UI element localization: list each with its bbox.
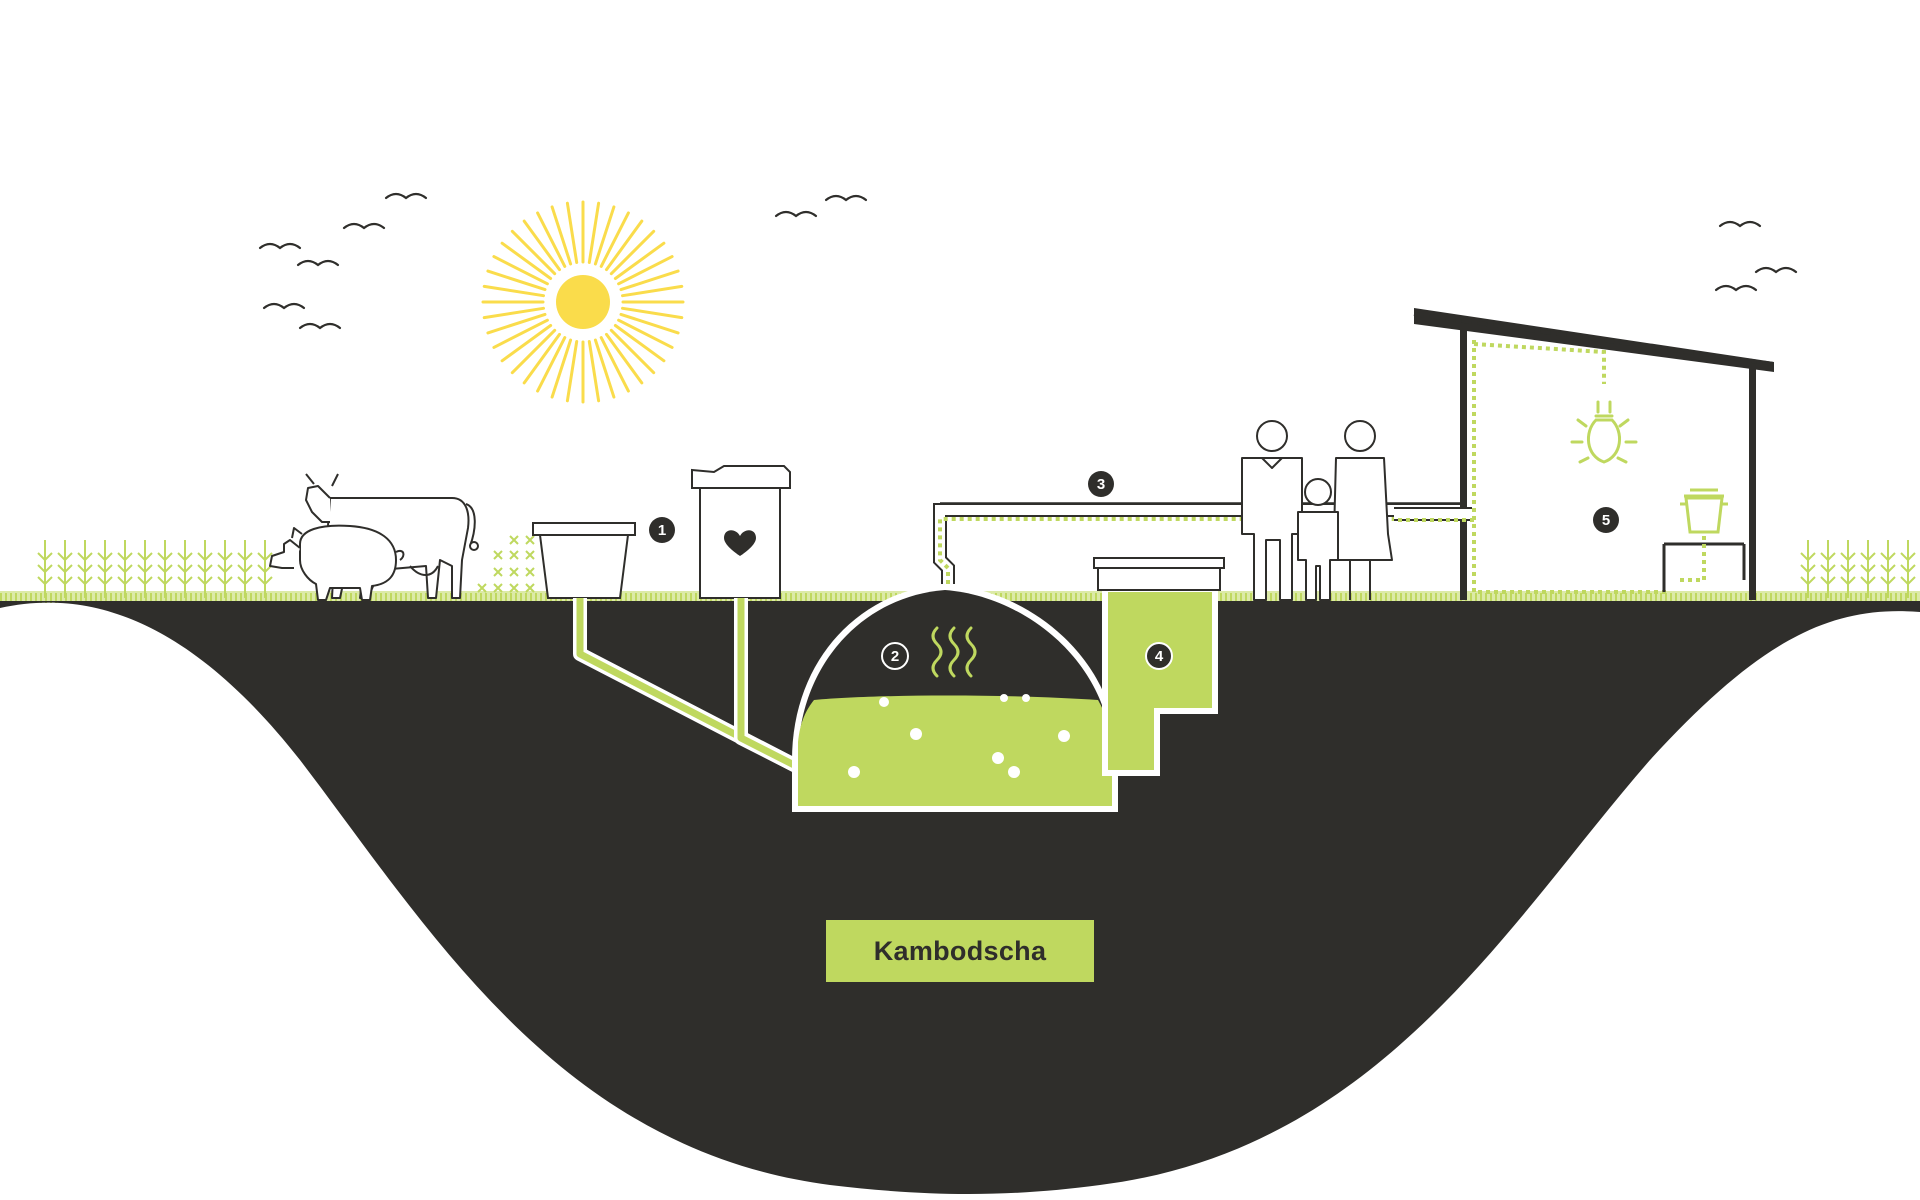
marker-2: 2 (881, 642, 909, 670)
seedling-pattern (477, 535, 535, 593)
bird-icon (384, 192, 428, 200)
inlet-pipes (573, 598, 804, 775)
bird-icon (342, 222, 386, 230)
bird-icon (774, 210, 818, 218)
lightbulb-icon (1570, 400, 1638, 464)
bird-icon (824, 194, 868, 202)
cooking-pot-icon (1662, 488, 1746, 592)
country-label: Kambodscha (826, 920, 1094, 982)
svg-text:5: 5 (1602, 512, 1610, 529)
bird-icon (296, 259, 340, 267)
svg-text:3: 3 (1097, 476, 1105, 493)
svg-text:2: 2 (891, 648, 899, 665)
bird-icon (298, 322, 342, 330)
pig-icon (269, 524, 405, 601)
crop-icon (37, 540, 273, 598)
gas-waves-icon (931, 626, 977, 678)
bird-icon (258, 242, 302, 250)
ground-cross-section (0, 601, 1920, 1194)
marker-4: 4 (1145, 642, 1173, 670)
marker-1: 1 (649, 517, 675, 543)
sun-icon (481, 200, 685, 404)
heart-icon (724, 530, 756, 556)
crop-icon (1800, 540, 1916, 598)
bird-icon (1754, 266, 1798, 274)
svg-text:4: 4 (1155, 648, 1164, 665)
latrine-icon (691, 465, 791, 599)
gas-pipe (933, 502, 1460, 584)
expansion-chamber-icon (1093, 557, 1225, 776)
svg-text:1: 1 (658, 522, 666, 539)
birds (258, 192, 1798, 330)
marker-5: 5 (1593, 507, 1619, 533)
bird-icon (262, 302, 306, 310)
marker-3: 3 (1088, 471, 1114, 497)
bird-icon (1714, 284, 1758, 292)
family-icon (1241, 420, 1393, 601)
inlet-bucket-icon (532, 522, 636, 599)
digester-dome-icon (792, 584, 1118, 812)
shelter-roof-icon (1394, 308, 1775, 600)
cow-icon (305, 473, 479, 599)
bird-icon (1718, 220, 1762, 228)
